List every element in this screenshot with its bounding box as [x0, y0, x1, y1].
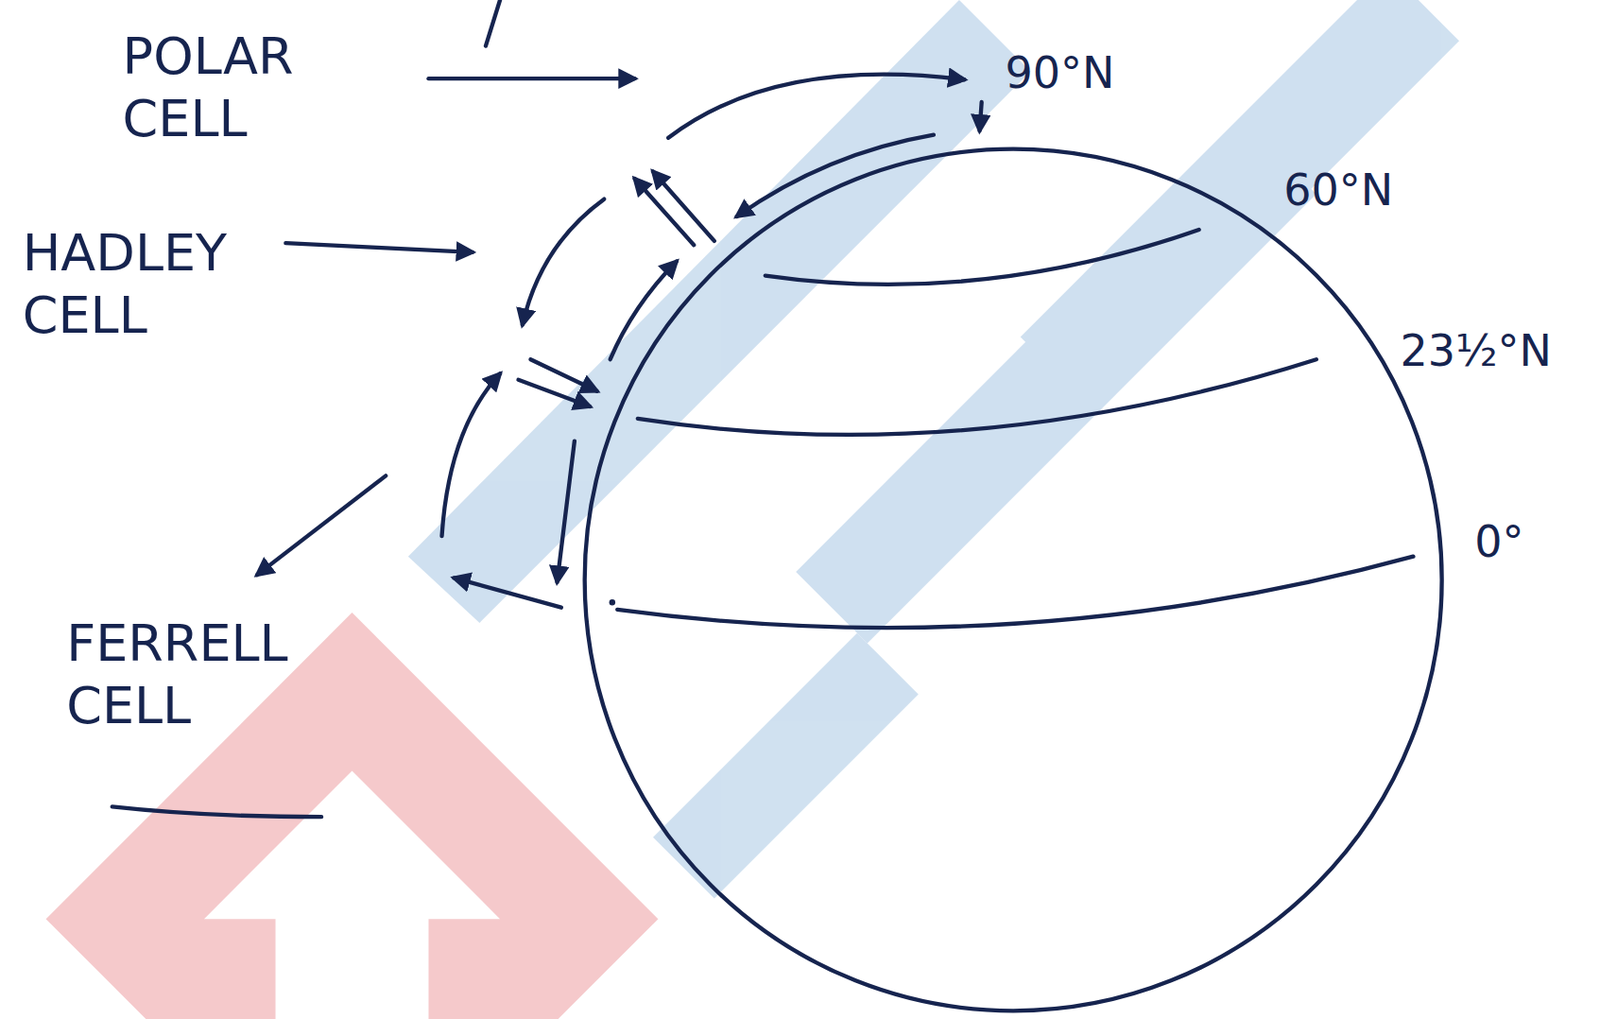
- watermark-arrow: [204, 771, 500, 1019]
- pointer-arrow: [980, 102, 982, 131]
- airflow-arrow: [737, 135, 934, 217]
- earth-globe: [584, 149, 1443, 1012]
- airflow-arrow: [635, 178, 695, 245]
- latitude-line: [637, 359, 1317, 435]
- underline: [112, 806, 322, 817]
- watermark-band: [653, 633, 919, 899]
- latitude-line: [765, 229, 1200, 285]
- latitude-label: 60°N: [1283, 163, 1394, 217]
- cell-label: HADLEY CELL: [22, 222, 227, 347]
- watermark: [46, 0, 1460, 1019]
- pen-stroke: [485, 0, 500, 47]
- leader-arrow: [285, 242, 473, 253]
- airflow-arrow: [442, 373, 501, 536]
- leader-arrow: [257, 475, 386, 575]
- latitude-label: 0°: [1474, 515, 1524, 568]
- equator-line: [617, 556, 1413, 628]
- airflow-arrow: [610, 261, 677, 361]
- dot: [609, 599, 616, 605]
- cell-label: POLAR CELL: [122, 25, 294, 151]
- latitude-label: 23½°N: [1399, 324, 1552, 378]
- airflow-arrow: [453, 577, 561, 607]
- latitude-label: 90°N: [1005, 46, 1116, 100]
- airflow-arrow: [668, 74, 964, 138]
- airflow-arrow: [653, 171, 715, 241]
- drawing: [112, 0, 1443, 1011]
- airflow-arrow: [522, 199, 604, 326]
- leader-arrow: [428, 76, 635, 81]
- watermark-diamond: [46, 612, 659, 1019]
- cell-label: FERRELL CELL: [66, 612, 289, 738]
- airflow-arrow: [557, 441, 575, 583]
- airflow-arrow: [530, 359, 597, 391]
